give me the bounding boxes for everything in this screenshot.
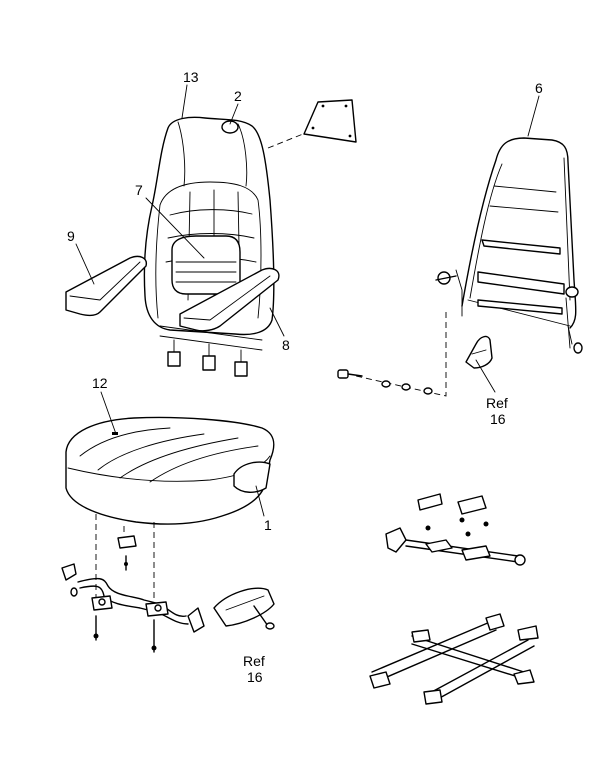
callout-6: 6: [535, 80, 543, 96]
left-armrest: [65, 255, 147, 317]
adjuster-assembly: [385, 493, 526, 566]
seat-cushion: [65, 416, 275, 525]
callout-1: 1: [264, 517, 272, 533]
seat-back-assembly: [143, 116, 275, 377]
cushion-clip: [117, 535, 137, 571]
bolt-and-washers: [337, 312, 447, 397]
callout-8: 8: [282, 337, 290, 353]
callout-7: 7: [135, 182, 143, 198]
callout-13: 13: [183, 69, 199, 85]
seat-tracks: [369, 613, 539, 705]
cushion-mount-bracket: [61, 563, 205, 653]
hinge-fitting-lower: [213, 587, 275, 630]
seat-back-frame: [435, 137, 583, 354]
reference-upper-label: Ref: [486, 395, 508, 411]
reference-lower-label: Ref: [243, 653, 265, 669]
leader-lines: [75, 84, 540, 517]
reference-lower-number: 16: [247, 669, 263, 685]
callout-9: 9: [67, 228, 75, 244]
reference-upper-number: 16: [490, 411, 506, 427]
right-armrest: [179, 267, 280, 332]
callout-12: 12: [92, 375, 108, 391]
callout-2: 2: [234, 88, 242, 104]
back-plate: [303, 99, 357, 143]
hinge-fitting-upper: [465, 335, 493, 369]
